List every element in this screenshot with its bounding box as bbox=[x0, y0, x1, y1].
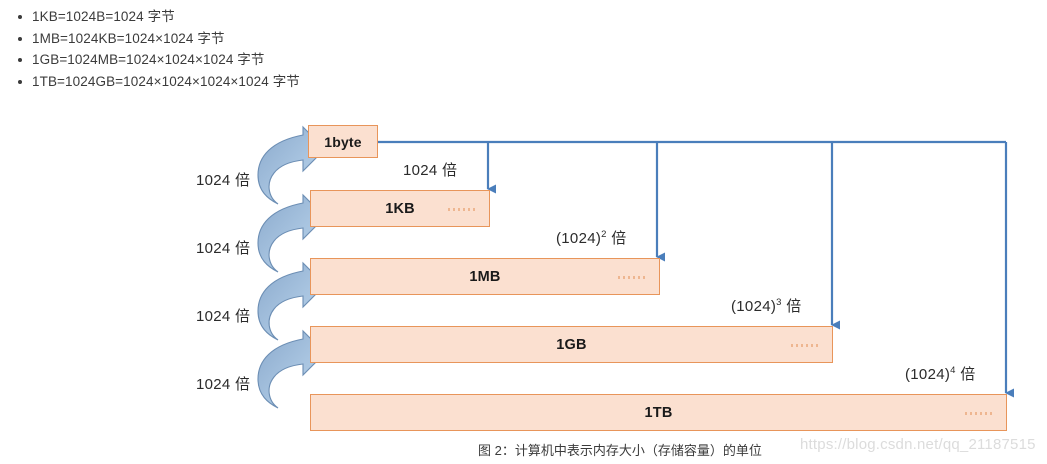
right-multiplier-label-3: (1024)3 倍 bbox=[731, 295, 802, 316]
multiplier-exponent: 4 bbox=[950, 365, 956, 376]
left-multiplier-label-4: 1024 倍 bbox=[196, 376, 251, 393]
unit-box-1mb: 1MB bbox=[310, 258, 660, 295]
right-multiplier-label-4: (1024)4 倍 bbox=[905, 363, 976, 384]
right-multiplier-label-2: (1024)2 倍 bbox=[556, 227, 627, 248]
multiplier-base: (1024) bbox=[905, 366, 951, 383]
multiplier-suffix: 倍 bbox=[955, 366, 976, 383]
unit-box-label: 1MB bbox=[469, 268, 501, 285]
left-multiplier-label-2: 1024 倍 bbox=[196, 240, 251, 257]
curved-arrow-mb-to-gb bbox=[257, 261, 326, 341]
ellipsis-dots bbox=[964, 412, 992, 415]
list-item: 1MB=1024KB=1024×1024 字节 bbox=[10, 28, 570, 50]
ellipsis-dots bbox=[447, 208, 475, 211]
unit-box-label: 1KB bbox=[385, 200, 415, 217]
multiplier-suffix: 倍 bbox=[606, 230, 627, 247]
unit-box-1gb: 1GB bbox=[310, 326, 833, 363]
multiplier-base: (1024) bbox=[731, 298, 777, 315]
multiplier-exponent: 3 bbox=[776, 297, 782, 308]
watermark-text: https://blog.csdn.net/qq_21187515 bbox=[800, 436, 1036, 453]
ellipsis-dots bbox=[617, 276, 645, 279]
curved-arrow-kb-to-mb bbox=[257, 193, 326, 273]
unit-box-label: 1GB bbox=[556, 336, 587, 353]
unit-box-1byte: 1byte bbox=[308, 125, 378, 158]
curved-arrow-gb-to-tb bbox=[257, 329, 326, 409]
figure-caption: 图 2：计算机中表示内存大小（存储容量）的单位 bbox=[478, 443, 762, 458]
list-item: 1TB=1024GB=1024×1024×1024×1024 字节 bbox=[10, 71, 570, 93]
multiplier-exponent: 2 bbox=[601, 229, 607, 240]
unit-box-label: 1byte bbox=[324, 133, 362, 150]
list-item: 1KB=1024B=1024 字节 bbox=[10, 6, 570, 28]
right-multiplier-label-1: 1024 倍 bbox=[403, 162, 458, 179]
memory-unit-diagram: 1byte 1KB 1MB 1GB 1TB 102 bbox=[0, 105, 1047, 464]
left-multiplier-label-1: 1024 倍 bbox=[196, 172, 251, 189]
unit-box-1tb: 1TB bbox=[310, 394, 1007, 431]
ellipsis-dots bbox=[790, 344, 818, 347]
unit-conversion-list: 1KB=1024B=1024 字节 1MB=1024KB=1024×1024 字… bbox=[10, 6, 570, 92]
list-item: 1GB=1024MB=1024×1024×1024 字节 bbox=[10, 49, 570, 71]
left-multiplier-label-3: 1024 倍 bbox=[196, 308, 251, 325]
unit-box-1kb: 1KB bbox=[310, 190, 490, 227]
multiplier-suffix: 倍 bbox=[781, 298, 802, 315]
multiplier-base: (1024) bbox=[556, 230, 602, 247]
unit-box-label: 1TB bbox=[644, 404, 673, 421]
